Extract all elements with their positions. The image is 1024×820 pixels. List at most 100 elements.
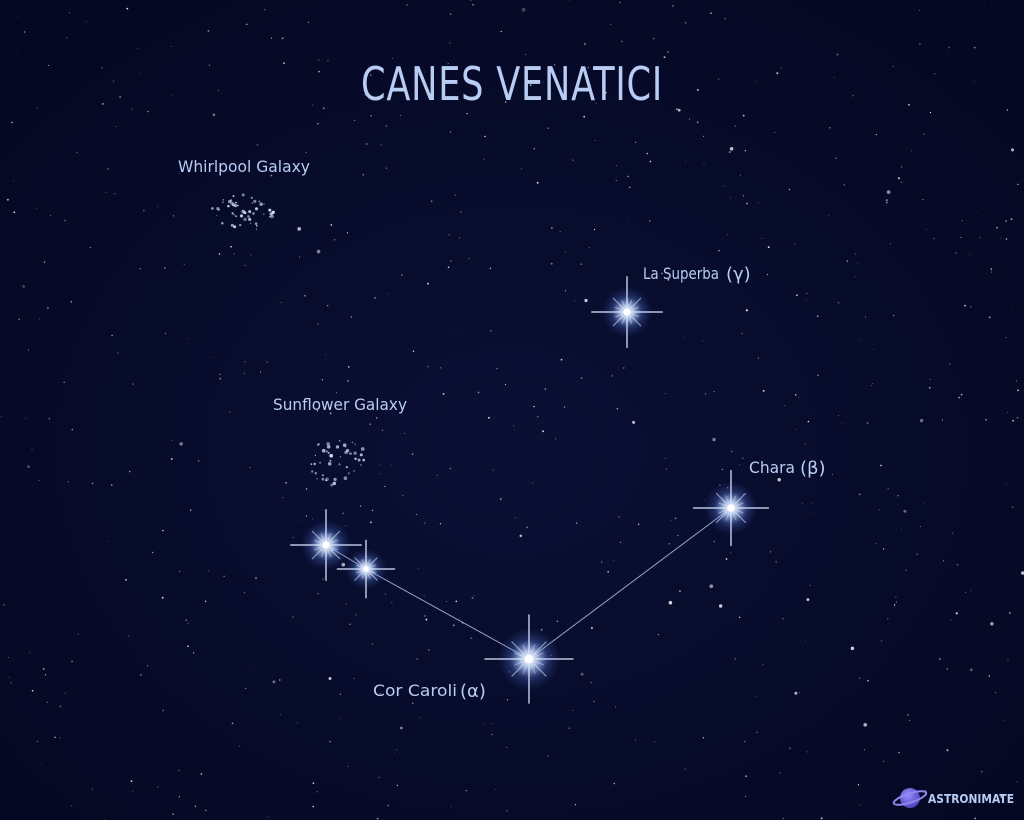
background-star	[627, 220, 629, 222]
logo-text: ASTRONIMATE	[928, 792, 1014, 806]
background-star	[738, 464, 741, 466]
background-star	[111, 334, 113, 337]
background-star	[916, 553, 919, 556]
background-star	[427, 282, 429, 285]
background-star	[882, 548, 885, 550]
background-star	[551, 227, 553, 229]
background-star	[580, 263, 583, 266]
background-star	[958, 396, 960, 399]
background-star	[806, 292, 808, 294]
background-star	[255, 577, 257, 579]
galaxy-dot	[327, 462, 332, 466]
background-star	[619, 1, 621, 3]
background-star	[130, 780, 133, 782]
background-star	[795, 428, 797, 430]
label-la-superba: La Superba	[643, 264, 719, 283]
background-star	[850, 646, 855, 651]
background-star	[875, 134, 877, 136]
star-chara	[692, 469, 770, 547]
background-star	[782, 818, 784, 819]
background-star	[349, 623, 351, 626]
background-star	[949, 363, 951, 365]
galaxy-dot	[263, 213, 265, 215]
background-star	[922, 198, 924, 201]
label-la-superba-greek: (γ)	[726, 264, 751, 285]
background-star	[449, 467, 451, 469]
background-star	[741, 332, 743, 335]
background-star	[709, 584, 714, 589]
background-star	[909, 719, 911, 722]
background-star	[39, 318, 41, 320]
background-star	[807, 420, 810, 423]
background-star	[126, 7, 129, 10]
background-star	[919, 418, 924, 423]
galaxy-dot	[351, 441, 354, 444]
background-star	[496, 367, 498, 370]
background-star	[76, 152, 78, 154]
background-star	[782, 618, 784, 620]
background-star	[572, 710, 573, 711]
background-star	[187, 622, 189, 624]
background-star	[1011, 506, 1014, 508]
background-star	[712, 437, 716, 442]
background-star	[858, 677, 861, 680]
background-star	[128, 470, 131, 473]
galaxy-dot	[211, 207, 214, 210]
background-star	[536, 415, 539, 418]
background-star	[901, 181, 903, 183]
background-star	[376, 817, 379, 820]
background-star	[741, 457, 744, 460]
background-star	[1008, 611, 1011, 614]
background-star	[371, 643, 374, 645]
background-star	[929, 378, 931, 380]
background-star	[623, 367, 625, 369]
background-star	[105, 191, 107, 193]
background-star	[667, 278, 670, 281]
background-star	[128, 635, 130, 637]
background-star	[506, 699, 509, 701]
background-star	[882, 760, 884, 762]
background-star	[948, 46, 950, 48]
background-star	[1006, 109, 1008, 111]
background-star	[13, 180, 14, 182]
background-star	[672, 5, 674, 7]
background-star	[601, 561, 603, 563]
background-star	[162, 709, 164, 712]
background-star	[113, 192, 116, 195]
background-star	[298, 256, 300, 258]
galaxy-dot	[254, 207, 259, 211]
background-star	[470, 0, 472, 1]
background-star	[316, 790, 318, 793]
background-star	[400, 726, 403, 730]
background-star	[880, 464, 882, 467]
background-star	[788, 188, 791, 191]
background-star	[881, 640, 883, 642]
background-star	[272, 680, 276, 684]
background-star	[489, 267, 492, 270]
background-star	[933, 237, 935, 240]
background-star	[919, 526, 921, 527]
background-star	[745, 775, 748, 778]
background-star	[616, 407, 619, 410]
background-star	[389, 399, 392, 402]
background-star	[804, 443, 806, 445]
background-star	[369, 423, 372, 426]
background-star	[620, 541, 622, 544]
background-star	[406, 4, 408, 6]
background-star	[863, 722, 868, 727]
background-star	[668, 600, 673, 605]
background-star	[162, 682, 164, 684]
background-star	[809, 584, 811, 586]
background-star	[728, 151, 731, 153]
background-star	[178, 769, 180, 772]
background-star	[762, 664, 764, 666]
background-star	[897, 495, 899, 497]
galaxy-dot	[239, 223, 242, 227]
background-star	[568, 727, 571, 729]
background-star	[379, 692, 382, 695]
background-star	[892, 66, 894, 68]
background-star	[449, 42, 451, 44]
galaxy-dot	[243, 211, 247, 215]
galaxy-dot	[230, 223, 234, 227]
background-star	[979, 237, 981, 238]
